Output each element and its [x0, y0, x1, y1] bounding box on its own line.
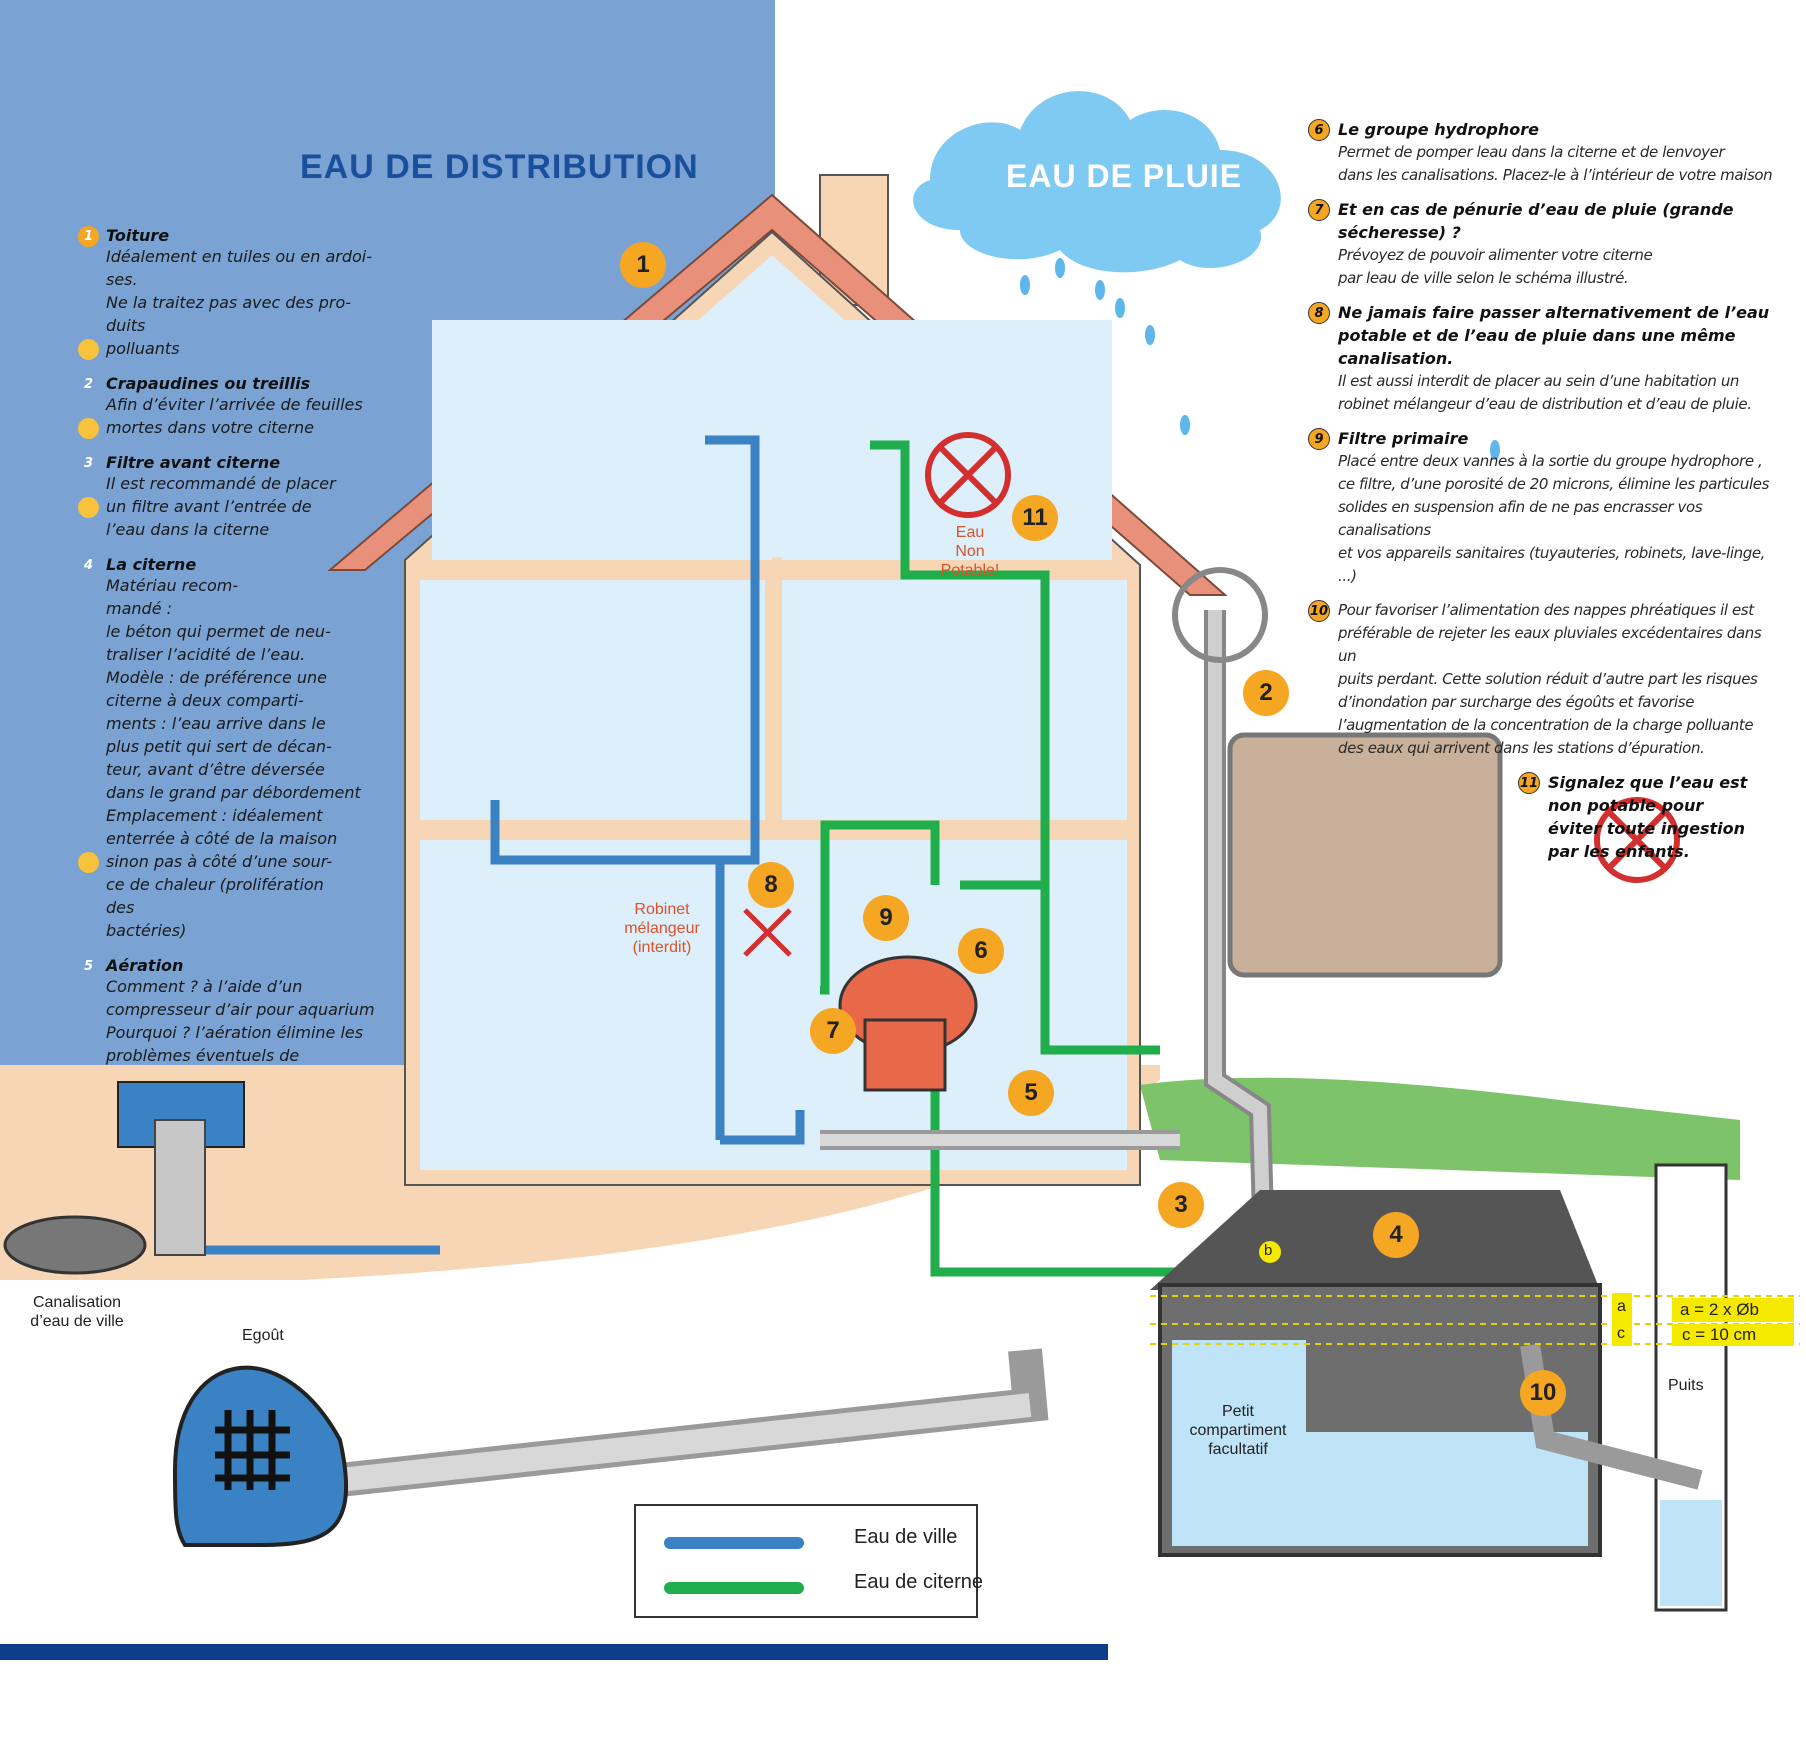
marker-10: 10 [1520, 1370, 1566, 1416]
marker-9: 9 [863, 895, 909, 941]
tank-small-compartment [1172, 1340, 1306, 1546]
formula-a: a = 2 x Øb [1680, 1300, 1759, 1319]
sewer-grid [215, 1410, 290, 1490]
mixer-label: Robinet mélangeur (interdit) [624, 901, 700, 956]
dimension-a: a [1617, 1298, 1626, 1315]
legend-item-10: 10 Pour favoriser l’alimentation des nap… [1308, 600, 1762, 757]
bullet-dot [78, 339, 99, 360]
legend-item-11: 11 Signalez que l’eau est non potable po… [1518, 772, 1748, 861]
marker-3: 3 [1158, 1182, 1204, 1228]
right-legend: 6 Le groupe hydrophore Permet de pomper … [1308, 118, 1778, 874]
marker-7: 7 [810, 1008, 856, 1054]
rain-cloud [913, 91, 1281, 273]
bullet-dot [78, 852, 99, 873]
legend-label: Eau de citerne [854, 1571, 983, 1593]
non-potable-label: Eau Non Potable! [940, 524, 1000, 579]
legend-swatch [664, 1537, 804, 1549]
marker-5: 5 [1008, 1070, 1054, 1116]
bullet-dot [78, 418, 99, 439]
dimension-b: b [1264, 1242, 1273, 1259]
legend-item-5-body: Comment ? à l’aide d’un compresseur d’ai… [106, 977, 375, 1065]
legend-item-9: 9 Filtre primaire Placé entre deux vanne… [1308, 427, 1778, 588]
legend-item-3-body: Il est recommandé de placer un filtre av… [78, 472, 408, 541]
marker-4: 4 [1373, 1212, 1419, 1258]
marker-11: 11 [1012, 495, 1058, 541]
room-laundry [782, 580, 1127, 820]
marker-2: 2 [1243, 670, 1289, 716]
bullet-dot [78, 497, 99, 518]
gutter-detail [1227, 732, 1503, 978]
rain-heading: EAU DE PLUIE [1006, 158, 1243, 194]
legend-item-1-body: Idéalement en tuiles ou en ardoi- ses. N… [78, 245, 408, 360]
marker-1: 1 [620, 242, 666, 288]
well-water [1660, 1500, 1722, 1606]
well-label: Puits [1668, 1377, 1704, 1394]
no-drink-sign-small [1594, 797, 1680, 883]
dimension-c: c [1617, 1325, 1625, 1342]
legend-item-8: 8 Ne jamais faire passer alternativement… [1308, 301, 1778, 416]
ground-grass [1140, 1077, 1740, 1180]
formula-c: c = 10 cm [1682, 1325, 1757, 1344]
small-compartment-label: Petit compartiment facultatif [1189, 1403, 1287, 1458]
footer-rule [0, 1644, 1108, 1660]
manhole [3, 1215, 147, 1275]
no-drink-sign [925, 432, 1011, 518]
roof [327, 193, 1228, 596]
legend-item-2-body: Afin d’éviter l’arrivée de feuilles mort… [78, 393, 408, 439]
marker-6: 6 [958, 928, 1004, 974]
legend-label: Eau de ville [854, 1526, 958, 1548]
city-pipe-lines [160, 435, 805, 1255]
pipe-legend: Eau de ville Eau de citerne [634, 1504, 983, 1618]
legend-item-7: 7 Et en cas de pénurie d’eau de pluie (g… [1308, 198, 1778, 290]
legend-swatch [664, 1582, 804, 1594]
sewer-label: Egoût [242, 1327, 284, 1344]
room-kitchen [420, 580, 765, 820]
legend-item-4-body: Matériau recom- mandé : le béton qui per… [78, 574, 408, 942]
marker-8: 8 [748, 862, 794, 908]
gutter-circle [1172, 567, 1268, 663]
legend-item-6: 6 Le groupe hydrophore Permet de pomper … [1308, 118, 1778, 187]
mixer-forbidden-cross [743, 908, 792, 957]
distribution-heading: EAU DE DISTRIBUTION [300, 148, 699, 186]
city-main-label: Canalisation d’eau de ville [30, 1294, 124, 1330]
